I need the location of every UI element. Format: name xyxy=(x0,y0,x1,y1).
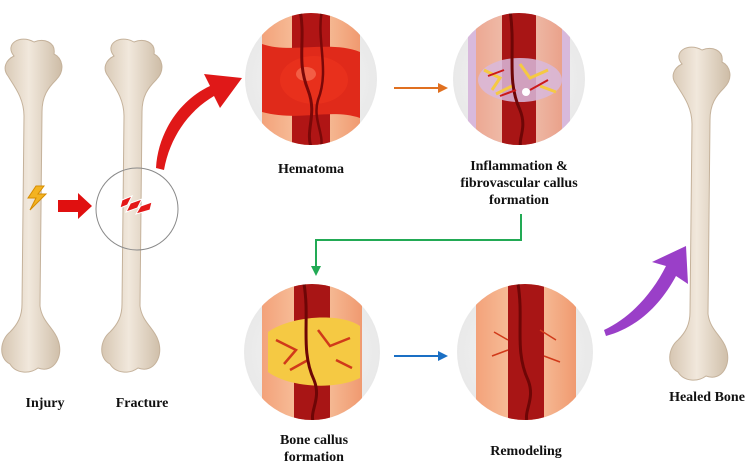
label-injury: Injury xyxy=(25,396,65,411)
hematoma-to-inflammation-arrow xyxy=(394,83,448,93)
label-bone-callus: Bone callus formation xyxy=(266,432,362,466)
remodeling-to-healed-arrow xyxy=(604,246,688,336)
fracture-highlight-circle xyxy=(95,167,179,251)
label-hematoma: Hematoma xyxy=(277,162,345,177)
label-bone-callus-line1: Bone callus xyxy=(279,433,349,448)
label-remodeling: Remodeling xyxy=(490,444,562,459)
lightning-bolt-icon xyxy=(27,185,48,211)
label-healed-bone: Healed Bone xyxy=(669,390,745,405)
fracture-to-hematoma-arrow xyxy=(156,74,242,170)
hematoma-stage-image xyxy=(245,13,377,145)
label-bone-callus-line2: formation xyxy=(284,450,344,465)
remodeling-stage-image xyxy=(457,284,593,420)
bone-callus-stage-image xyxy=(244,284,380,420)
healed-bone xyxy=(669,46,731,381)
fracture-crack-icon xyxy=(119,195,153,215)
label-inflammation-line3: formation xyxy=(489,193,549,208)
bone-callus-to-remodeling-arrow xyxy=(394,351,448,361)
injury-to-fracture-arrow xyxy=(58,193,92,219)
label-inflammation: Inflammation & fibrovascular callus form… xyxy=(444,158,594,209)
label-inflammation-line2: fibrovascular callus xyxy=(460,176,578,191)
label-inflammation-line1: Inflammation & xyxy=(470,159,568,174)
inflammation-stage-image xyxy=(453,13,585,145)
label-fracture: Fracture xyxy=(115,396,169,411)
inflammation-to-bone-callus-arrow xyxy=(311,214,522,276)
